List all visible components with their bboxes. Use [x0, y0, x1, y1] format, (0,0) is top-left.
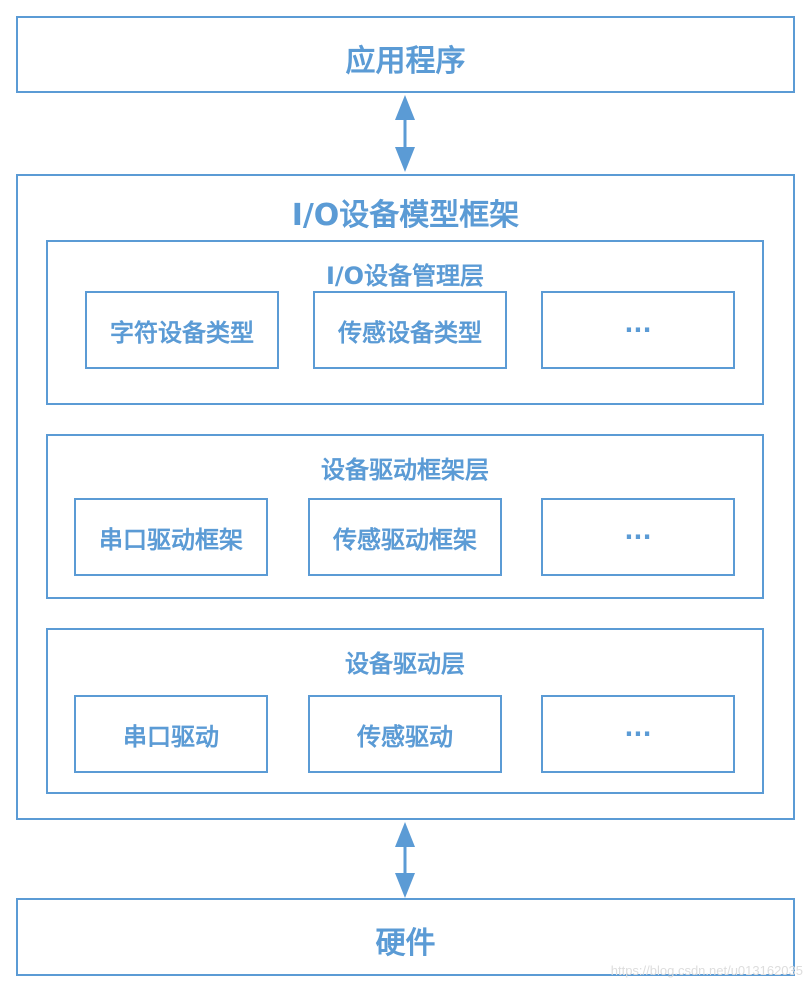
watermark: https://blog.csdn.net/u013162035	[610, 963, 803, 978]
driver-framework-layer-title: 设备驱动框架层	[321, 456, 489, 484]
hardware-label: 硬件	[375, 926, 436, 961]
serial-driver-framework-box: 串口驱动框架	[74, 498, 268, 576]
char-device-type-box: 字符设备类型	[85, 291, 279, 369]
driver-layer-title: 设备驱动层	[345, 650, 465, 678]
sensor-device-type-box: 传感设备类型	[313, 291, 507, 369]
driver-framework-more-box: ···	[541, 498, 735, 576]
arrow-app-framework	[395, 95, 415, 172]
io-framework-title: I/O设备模型框架	[291, 198, 520, 233]
application-label: 应用程序	[345, 44, 466, 79]
management-more-box: ···	[541, 291, 735, 369]
management-layer-title: I/O设备管理层	[325, 262, 485, 290]
serial-driver-box: 串口驱动	[74, 695, 268, 773]
hardware-box: 硬件	[16, 898, 795, 976]
driver-more-box: ···	[541, 695, 735, 773]
sensor-driver-framework-box: 传感驱动框架	[308, 498, 502, 576]
arrow-framework-hardware	[395, 822, 415, 898]
sensor-driver-box: 传感驱动	[308, 695, 502, 773]
application-box: 应用程序	[16, 16, 795, 93]
